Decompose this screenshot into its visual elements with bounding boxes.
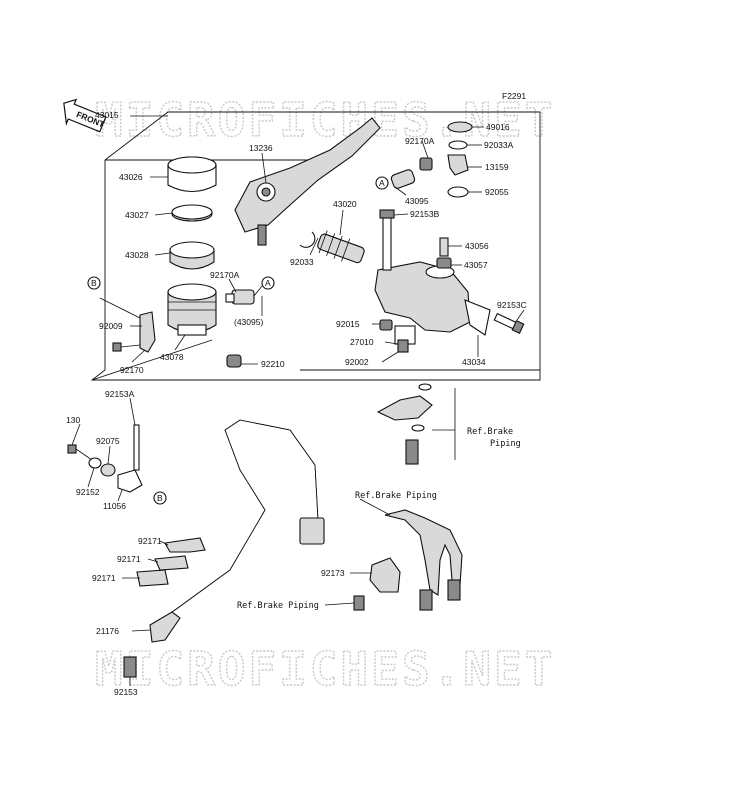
- svg-text:B: B: [91, 278, 97, 288]
- part-92171-3: 92171: [92, 573, 116, 583]
- wire-clip-1: [164, 537, 206, 553]
- diagram-code: F2291: [502, 91, 526, 101]
- ref-brake-piping-2: Ref.Brake Piping: [355, 491, 437, 501]
- part-43020: 43020: [333, 199, 357, 209]
- part-21176: 21176: [96, 626, 119, 636]
- diaphragm: [169, 241, 215, 270]
- bleeder-valve: [436, 237, 452, 269]
- part-92210: 92210: [261, 359, 285, 369]
- part-49016: 49016: [486, 122, 510, 132]
- pivot-nut: [379, 319, 393, 331]
- clamp-bolt-lower: [353, 595, 365, 611]
- part-43056: 43056: [465, 241, 489, 251]
- o-ring: [448, 140, 468, 150]
- part-43078: 43078: [160, 352, 184, 362]
- ref-brake-piping-1-line2: Piping: [490, 439, 521, 449]
- part-92170: 92170: [120, 365, 144, 375]
- part-92173: 92173: [321, 568, 345, 578]
- part-43034: 43034: [462, 357, 486, 367]
- ref-brake-piping-3: Ref.Brake Piping: [237, 601, 319, 611]
- seal-ring: [447, 186, 469, 198]
- hose-pipe-upper: [390, 157, 433, 189]
- front-arrow-icon: FRONT: [63, 98, 107, 133]
- wire-clip-3: [136, 569, 169, 587]
- part-92153: 92153: [114, 687, 138, 697]
- part-43095: 43095: [405, 196, 429, 206]
- part-43028: 43028: [125, 250, 149, 260]
- diaphragm-plate: [171, 204, 213, 222]
- part-11056: 11056: [103, 501, 126, 511]
- part-92075: 92075: [96, 436, 120, 446]
- hose-clamp: [369, 557, 401, 593]
- circlip: [299, 231, 316, 248]
- part-43095-paren: (43095): [234, 317, 263, 327]
- switch-connector: [299, 517, 325, 545]
- brake-lever: [234, 117, 381, 246]
- callout-a-top: A: [375, 176, 389, 190]
- part-43027: 43027: [125, 210, 149, 220]
- svg-text:B: B: [157, 493, 163, 503]
- part-92171-2: 92171: [117, 554, 141, 564]
- frame-diagonal: [91, 339, 213, 381]
- brake-switch: [397, 339, 409, 353]
- wire-clip-2: [154, 555, 189, 571]
- svg-text:A: A: [379, 178, 385, 188]
- part-92009: 92009: [99, 321, 123, 331]
- pivot-bolt: [379, 209, 395, 271]
- reservoir-hose-clip: [447, 121, 473, 133]
- piston-kit: [317, 230, 365, 264]
- part-92153a: 92153A: [105, 389, 135, 399]
- part-92033: 92033: [290, 257, 314, 267]
- svg-text:A: A: [265, 278, 271, 288]
- part-13159: 13159: [485, 162, 509, 172]
- hose-elbow: [447, 154, 469, 176]
- clamp-bolt: [493, 312, 525, 334]
- part-92170a-top: 92170A: [405, 136, 435, 146]
- ref-brake-piping-1-line1: Ref.Brake: [467, 427, 513, 437]
- part-92015: 92015: [336, 319, 360, 329]
- part-92002: 92002: [345, 357, 369, 367]
- callout-a-mid: A: [261, 276, 275, 290]
- hose-nut: [226, 354, 242, 368]
- callout-b-left: B: [87, 276, 101, 290]
- switch-mount-hardware: [67, 424, 143, 493]
- part-27010: 27010: [350, 337, 374, 347]
- part-43057: 43057: [464, 260, 488, 270]
- part-92171-1: 92171: [138, 536, 162, 546]
- watermark-top: MICROFICHES.NET: [95, 93, 555, 147]
- part-130: 130: [66, 415, 80, 425]
- part-92033a: 92033A: [484, 140, 514, 150]
- watermark-bottom: MICROFICHES.NET: [95, 642, 555, 696]
- part-92170a-mid: 92170A: [210, 270, 240, 280]
- reservoir-bracket: [139, 311, 156, 353]
- callout-b-lower: B: [153, 491, 167, 505]
- sensor-bolt: [123, 656, 137, 678]
- assembly-frame: [90, 111, 541, 381]
- stop-switch-sensor: [149, 611, 181, 643]
- part-92153b: 92153B: [410, 209, 440, 219]
- part-43026: 43026: [119, 172, 143, 182]
- part-13236: 13236: [249, 143, 273, 153]
- part-92153c: 92153C: [497, 300, 527, 310]
- switch-wiring: [159, 419, 319, 621]
- part-43015: 43015: [95, 110, 119, 120]
- leader-lines: [71, 115, 525, 686]
- master-cylinder-body: [374, 261, 491, 345]
- banjo-fitting: [376, 383, 433, 465]
- reservoir-body: [167, 283, 217, 336]
- part-92055: 92055: [485, 187, 509, 197]
- bracket-bolt: [112, 342, 141, 352]
- hose-fitting: [225, 289, 255, 305]
- brake-hose-lower: [384, 509, 463, 611]
- reservoir-cap: [167, 156, 217, 193]
- part-92152: 92152: [76, 487, 100, 497]
